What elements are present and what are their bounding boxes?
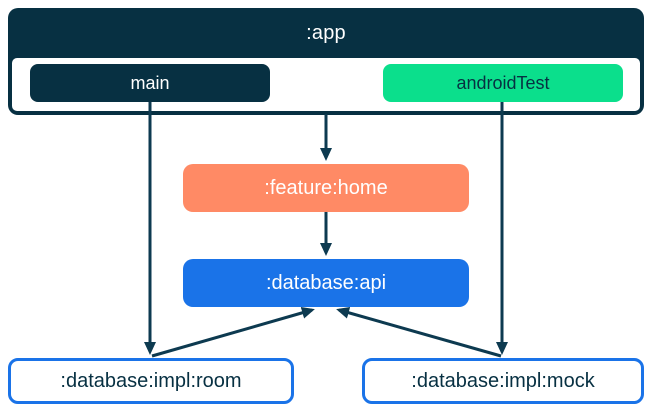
edge-impl-room-to-database-api: [151, 306, 315, 358]
module-database-impl-room: :database:impl:room: [8, 358, 294, 404]
module-database-impl-mock-label: :database:impl:mock: [411, 369, 595, 392]
module-database-impl-room-label: :database:impl:room: [60, 369, 242, 392]
module-database-impl-mock: :database:impl:mock: [362, 358, 644, 404]
module-app-label: :app: [306, 21, 346, 44]
module-app-header: :app: [8, 8, 644, 58]
module-feature-home-label: :feature:home: [264, 176, 388, 199]
edge-impl-mock-to-database-api: [336, 306, 502, 358]
sourceset-main-label: main: [130, 72, 170, 93]
module-database-api-label: :database:api: [265, 271, 387, 294]
module-feature-home: :feature:home: [183, 164, 469, 212]
sourceset-androidtest-label: androidTest: [456, 72, 550, 93]
sourceset-main: main: [30, 64, 270, 102]
module-database-api: :database:api: [183, 259, 469, 307]
sourceset-androidtest: androidTest: [383, 64, 623, 102]
